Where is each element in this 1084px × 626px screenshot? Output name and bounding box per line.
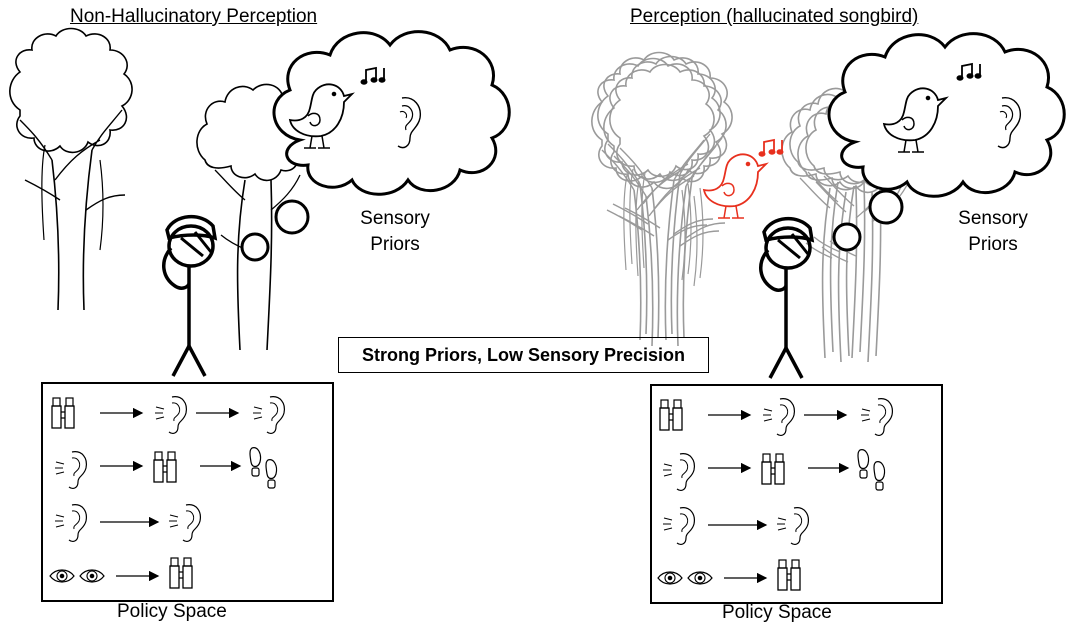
right-sensory-priors-line2: Priors: [968, 234, 1018, 255]
right-sensory-priors-label: Sensory Priors: [938, 206, 1048, 258]
left-stick-figure: [162, 214, 217, 378]
right-thought-bubble-small: [832, 222, 862, 252]
right-stick-figure: [759, 216, 814, 380]
left-thought-cloud: [240, 30, 511, 262]
left-trees: [9, 27, 306, 351]
center-condition-label: Strong Priors, Low Sensory Precision: [361, 344, 686, 365]
left-tree-1: [9, 27, 133, 311]
left-sensory-priors-label: Sensory Priors: [340, 206, 450, 258]
left-sensory-priors-line2: Priors: [370, 234, 420, 255]
left-panel-title: Non-Hallucinatory Perception: [70, 6, 318, 27]
center-condition-box: Strong Priors, Low Sensory Precision: [338, 337, 709, 373]
right-policy-space-frame: [650, 384, 943, 604]
left-policy-space-frame: [41, 382, 334, 602]
right-policy-icons: [657, 398, 893, 591]
left-sensory-priors-line1: Sensory: [360, 208, 430, 229]
hallucinated-bird-icon: [703, 153, 767, 219]
left-thought-bubble-small: [240, 232, 270, 262]
right-thought-bubble-mid: [868, 189, 904, 225]
right-policy-space-label: Policy Space: [722, 602, 832, 623]
left-thought-bubble-mid: [274, 199, 310, 235]
right-sensory-priors-line1: Sensory: [958, 208, 1028, 229]
right-panel-title: Perception (hallucinated songbird): [630, 6, 919, 27]
right-thought-cloud: [827, 32, 1066, 252]
hallucinated-notes-icon: [758, 139, 784, 158]
left-policy-space-label: Policy Space: [117, 601, 227, 622]
left-policy-icons: [49, 396, 285, 589]
